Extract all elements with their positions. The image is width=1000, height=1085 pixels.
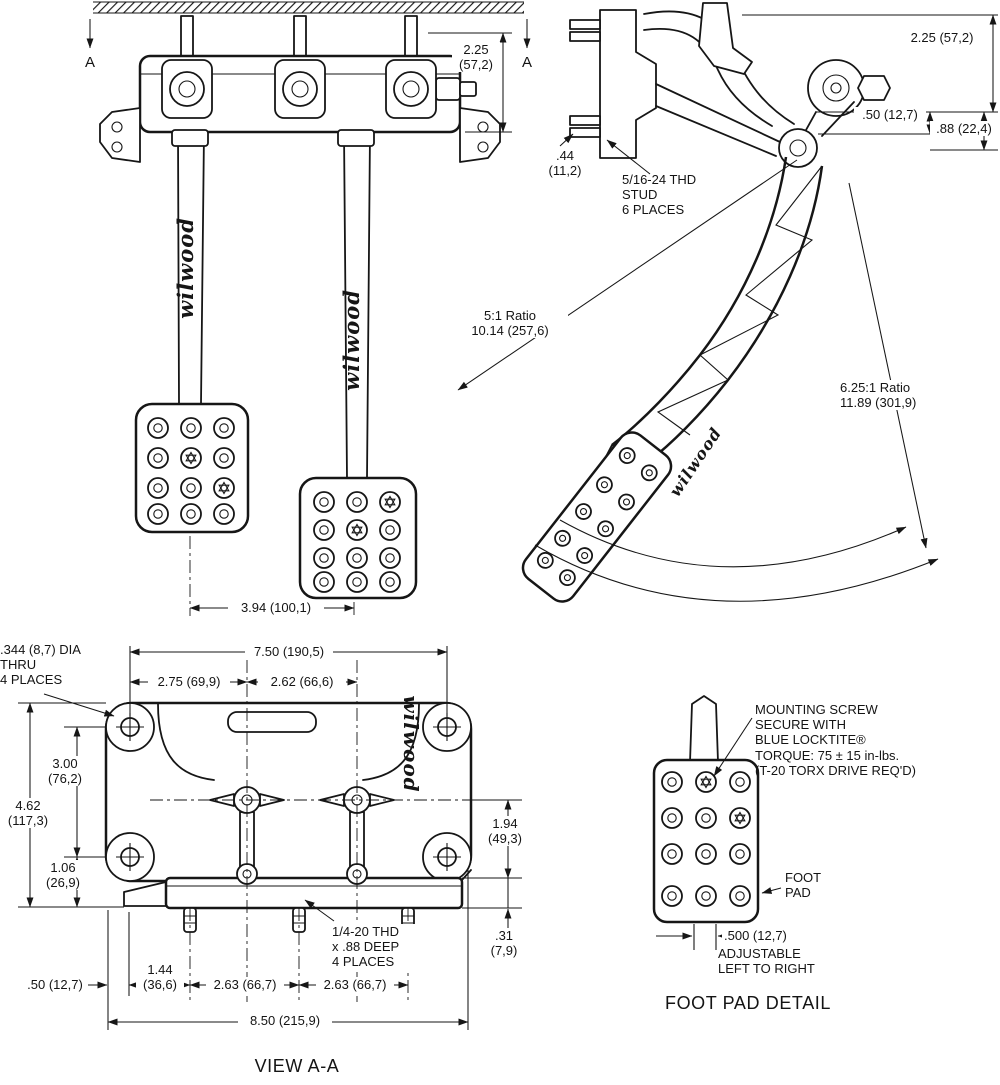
view-aa-title: VIEW A-A xyxy=(254,1056,340,1076)
dim-left-to-pivot-label: 2.75 (69,9) xyxy=(148,674,230,690)
wilwood-logo: wilwood xyxy=(173,217,198,319)
dim-hole-vertical-label: 3.00 (76,2) xyxy=(42,756,88,787)
dim-pivot-offset-label: .50 (12,7) xyxy=(854,107,926,123)
wilwood-logo: wilwood xyxy=(399,695,423,792)
dim-bar-height-label: 2.25 (57,2) xyxy=(452,42,500,73)
bolt-head xyxy=(857,75,891,101)
travel-arc-outer xyxy=(534,544,939,602)
master-cylinder-mount-left xyxy=(161,59,213,119)
dim-pivot-spacing-label: 2.62 (66,6) xyxy=(258,674,346,690)
mounting-stud xyxy=(569,31,601,42)
mounting-stud xyxy=(569,127,601,138)
dim-top-height-label: 2.25 (57,2) xyxy=(896,30,988,46)
dim-adjust-width-label: .500 (12,7) xyxy=(722,928,802,944)
foot-pad-label: FOOT PAD xyxy=(785,870,822,901)
dim-lower-height-label: 1.06 (26,9) xyxy=(40,860,86,891)
dim-stud-spacing-2-label: 2.63 (66,7) xyxy=(316,977,394,993)
thread-depth-note: 1/4-20 THD x .88 DEEP 4 PLACES xyxy=(330,924,422,970)
side-foot-pad xyxy=(521,431,673,603)
mounting-bracket xyxy=(599,9,657,159)
dim-stud-dia-label: .44 (11,2) xyxy=(548,148,582,179)
view-aa-linework: wilwood xyxy=(18,646,522,1030)
section-label-a-left: A xyxy=(84,54,95,71)
firewall-hatch-band xyxy=(93,2,524,13)
section-label-a-right: A xyxy=(521,54,532,71)
foot-pad-left xyxy=(134,402,250,534)
stud-thread-note: 5/16-24 THD STUD 6 PLACES xyxy=(622,172,697,218)
dim-stud-spacing-1-label: 2.63 (66,7) xyxy=(206,977,284,993)
ratio-625-1-label: 6.25:1 Ratio 11.89 (301,9) xyxy=(838,380,954,411)
foot-pad-leader xyxy=(761,887,782,894)
bar-end-bracket-left xyxy=(99,107,141,163)
pedal-crossbar xyxy=(164,876,464,910)
dim-pivot-to-bar-label: 1.94 (49,3) xyxy=(480,816,530,847)
foot-pad-detail-title: FOOT PAD DETAIL xyxy=(664,993,832,1013)
front-view-linework: wilwood wilwood xyxy=(86,1,531,616)
ratio-leader-upper xyxy=(457,159,798,391)
master-cylinder-mount-right xyxy=(385,59,437,119)
dim-stud-length-label: .88 (22,4) xyxy=(930,121,998,137)
foot-pad-detail-linework xyxy=(652,695,782,950)
mounting-stud xyxy=(569,115,601,126)
pedal-pivot xyxy=(778,128,818,168)
dim-edge-offset-label: .50 (12,7) xyxy=(22,977,88,993)
dim-edge-to-stud-label: 1.44 (36,6) xyxy=(136,962,184,993)
side-view-linework: wilwood xyxy=(457,2,998,603)
master-cylinder-mount-center xyxy=(274,59,326,119)
hole-dia-note: .344 (8,7) DIA THRU 4 PLACES xyxy=(0,642,81,688)
foot-pad-detail-pad xyxy=(652,758,760,924)
dim-bar-offset-label: .31 (7,9) xyxy=(482,928,526,959)
travel-arc-inner xyxy=(559,519,907,568)
pedal-arm-stub xyxy=(689,695,719,763)
wilwood-logo: wilwood xyxy=(665,424,725,500)
dim-overall-height-label: 4.62 (117,3) xyxy=(2,798,54,829)
mounting-stud xyxy=(569,19,601,30)
mounting-screw-leader xyxy=(713,717,753,777)
dim-hole-span-label: 7.50 (190,5) xyxy=(245,644,333,660)
adjustable-note: ADJUSTABLE LEFT TO RIGHT xyxy=(718,946,815,977)
pedal-top-arm xyxy=(698,2,753,75)
mounting-screw-note: MOUNTING SCREW SECURE WITH BLUE LOCKTITE… xyxy=(755,702,916,778)
bar-end-bracket-right xyxy=(459,107,501,163)
foot-pad-right xyxy=(298,476,418,600)
wilwood-logo: wilwood xyxy=(339,289,364,391)
dim-pedal-spacing-label: 3.94 (100,1) xyxy=(228,600,324,616)
ratio-leader-lower xyxy=(848,182,928,549)
ratio-5-1-label: 5:1 Ratio 10.14 (257,6) xyxy=(452,308,568,339)
dim-overall-width-label: 8.50 (215,9) xyxy=(238,1013,332,1029)
pedal-arm-side xyxy=(647,165,824,463)
